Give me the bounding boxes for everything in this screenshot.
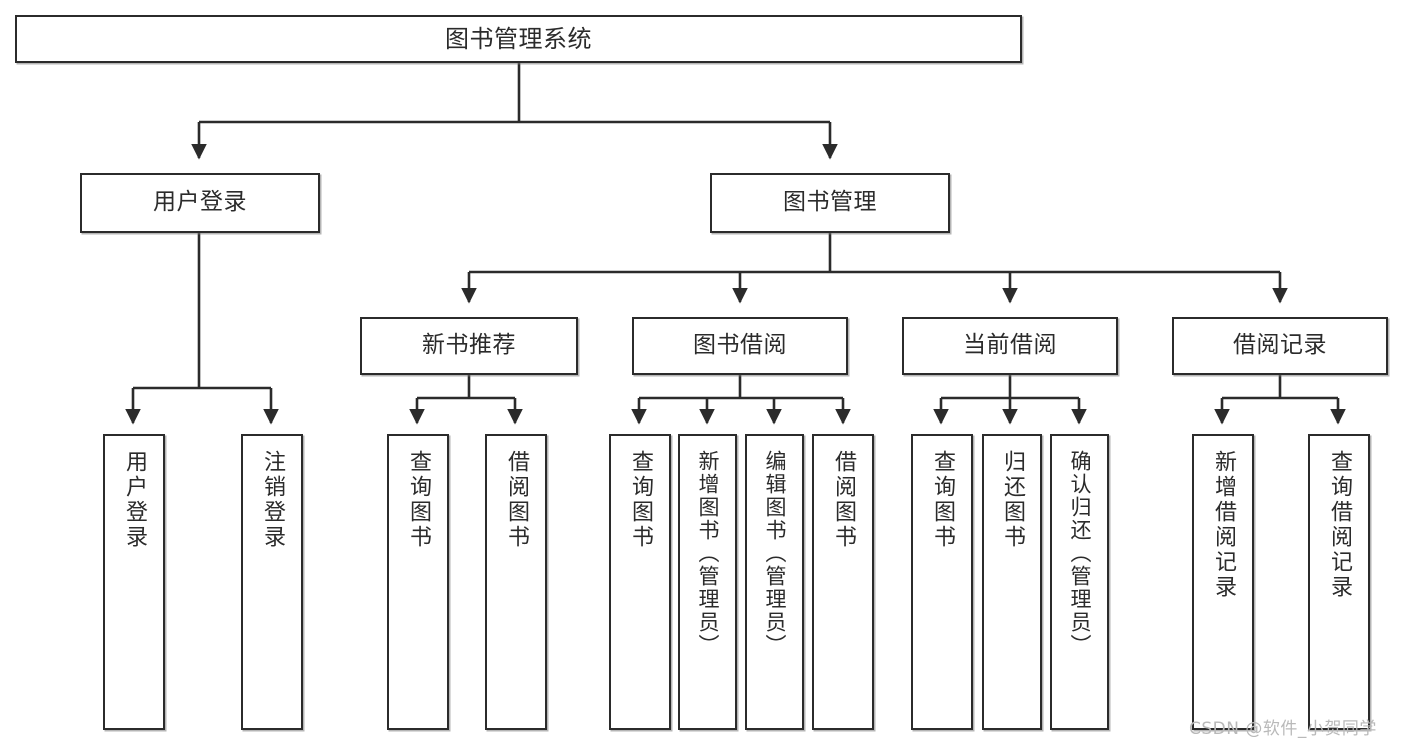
node-book-management[interactable]: 图书管理 [710, 173, 950, 233]
leaf-borrow-borrow-book[interactable]: 借阅图书 [812, 434, 874, 730]
node-label: 借阅记录 [1233, 332, 1327, 359]
node-label: 查询图书 [406, 450, 431, 550]
node-label: 新书推荐 [422, 332, 516, 359]
node-borrow-record[interactable]: 借阅记录 [1172, 317, 1388, 375]
node-current-borrow[interactable]: 当前借阅 [902, 317, 1118, 375]
node-user-login[interactable]: 用户登录 [80, 173, 320, 233]
leaf-borrow-edit-book-admin[interactable]: 编辑图书（管理员） [745, 434, 804, 730]
node-label: 确认归还（管理员） [1068, 450, 1092, 657]
node-root-system[interactable]: 图书管理系统 [15, 15, 1022, 63]
leaf-record-add-record[interactable]: 新增借阅记录 [1192, 434, 1254, 730]
node-new-book-recommend[interactable]: 新书推荐 [360, 317, 578, 375]
leaf-record-query-record[interactable]: 查询借阅记录 [1308, 434, 1370, 730]
leaf-recommend-borrow-book[interactable]: 借阅图书 [485, 434, 547, 730]
node-book-borrow[interactable]: 图书借阅 [632, 317, 848, 375]
leaf-borrow-add-book-admin[interactable]: 新增图书（管理员） [678, 434, 737, 730]
node-label: 编辑图书（管理员） [763, 450, 787, 657]
node-label: 用户登录 [153, 189, 247, 216]
leaf-borrow-query-book[interactable]: 查询图书 [609, 434, 671, 730]
node-label: 用户登录 [122, 450, 147, 550]
leaf-recommend-query-book[interactable]: 查询图书 [387, 434, 449, 730]
node-label: 注销登录 [260, 450, 285, 550]
leaf-current-return-book[interactable]: 归还图书 [982, 434, 1042, 730]
node-label: 查询借阅记录 [1327, 450, 1352, 600]
leaf-user-login-logout[interactable]: 注销登录 [241, 434, 303, 730]
node-label: 归还图书 [1000, 450, 1025, 550]
leaf-current-query-book[interactable]: 查询图书 [911, 434, 973, 730]
node-label: 查询图书 [930, 450, 955, 550]
node-label: 新增图书（管理员） [696, 450, 720, 657]
node-label: 借阅图书 [504, 450, 529, 550]
node-label: 查询图书 [628, 450, 653, 550]
node-label: 图书借阅 [693, 332, 787, 359]
leaf-current-confirm-return-admin[interactable]: 确认归还（管理员） [1050, 434, 1109, 730]
node-label: 图书管理系统 [445, 24, 592, 53]
node-label: 借阅图书 [831, 450, 856, 550]
csdn-watermark: CSDN @软件_小贺同学 [1189, 719, 1377, 739]
node-label: 新增借阅记录 [1211, 450, 1236, 600]
node-label: 图书管理 [783, 189, 877, 216]
leaf-user-login-login[interactable]: 用户登录 [103, 434, 165, 730]
node-label: 当前借阅 [963, 332, 1057, 359]
